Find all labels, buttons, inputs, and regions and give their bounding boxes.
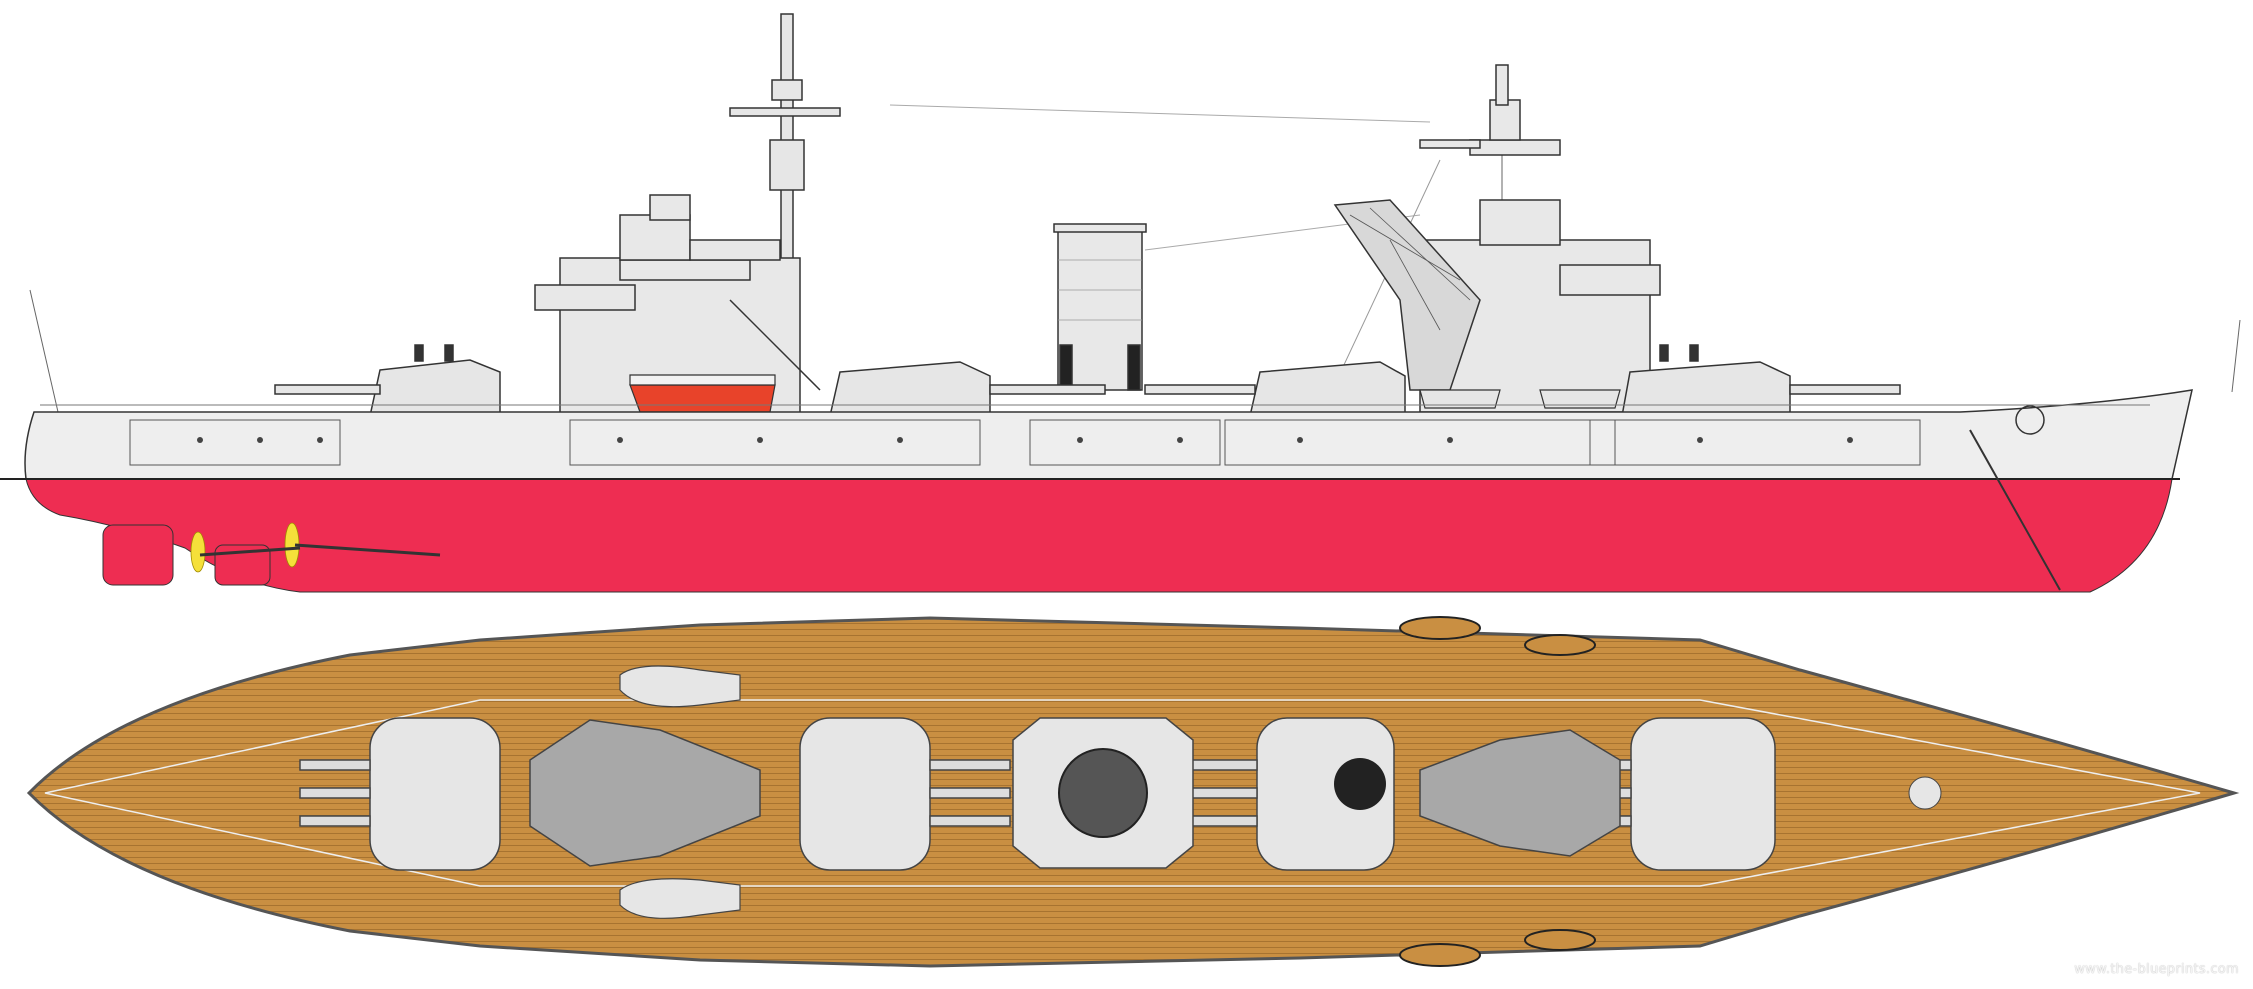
turret-2-side	[829, 361, 1106, 417]
side-view	[0, 13, 2241, 593]
watermark: www.the-blueprints.com	[2074, 962, 2239, 977]
casemates	[129, 419, 1921, 466]
rudders	[102, 524, 271, 586]
turret-4-side	[1621, 344, 1901, 417]
capstan	[1908, 776, 1942, 810]
turret-1-top	[299, 717, 501, 871]
forward-superstructure	[1333, 64, 1661, 413]
turret-1-side	[274, 344, 501, 417]
lifeboats-top	[1399, 616, 1596, 967]
boats-top	[619, 665, 741, 919]
aft-bridge-top	[529, 719, 761, 867]
propeller-icon	[190, 531, 206, 573]
funnel	[1053, 223, 1147, 391]
turret-3-side	[1144, 361, 1406, 417]
turret-2-top	[799, 717, 1011, 871]
top-view	[26, 616, 2240, 968]
shafts	[199, 543, 441, 557]
upper-hull	[24, 389, 2193, 480]
funnel-top	[1058, 748, 1148, 838]
anchor-hawse	[2015, 405, 2045, 435]
forward-funnel-top	[1334, 758, 1386, 810]
lower-hull	[25, 478, 2173, 593]
portholes	[197, 405, 2045, 443]
propeller-icons	[190, 522, 300, 573]
forward-bridge-top	[1419, 729, 1621, 857]
turrets-side	[274, 344, 1901, 417]
